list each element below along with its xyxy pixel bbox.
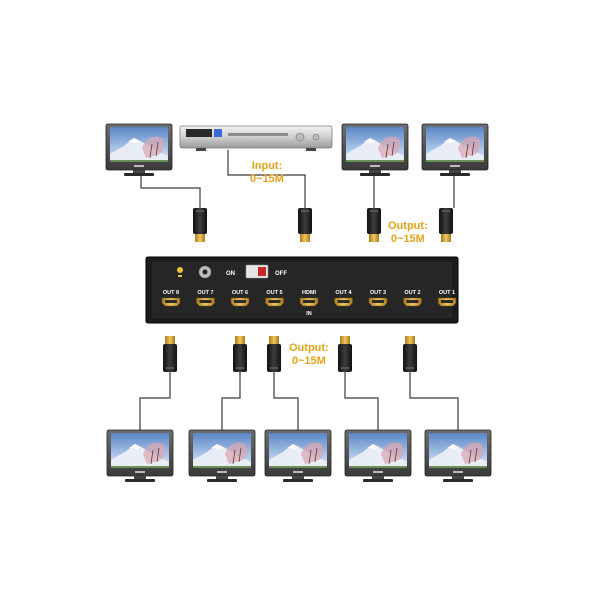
output-label-bottom-range: 0~15M [291, 355, 326, 367]
hdmi-port-out-7 [196, 297, 215, 307]
port-label-hdmi: HDMI [302, 290, 317, 296]
hdmi-plug-input [298, 208, 312, 242]
port-label-hdmi-in: IN [306, 311, 312, 317]
port-label-out-4: OUT 4 [335, 290, 352, 296]
tv-top-output-1 [421, 123, 489, 177]
tv-bottom-1 [106, 429, 174, 483]
hdmi-port-out-6 [230, 297, 250, 307]
power-jack-icon [198, 265, 212, 279]
hdmi-port-out-8 [161, 297, 181, 307]
input-label-title: Input: [251, 160, 283, 172]
ports-row: OUT 8 OUT 7 OUT 6 OUT 5 HDMI IN OUT 4 OUT 3 OUT … [161, 290, 457, 317]
output-label-bottom-title: Output: [289, 342, 329, 354]
port-label-out-6: OUT 6 [232, 290, 248, 296]
switch-off-label: OFF [275, 271, 287, 277]
tv-bottom-3 [264, 429, 332, 483]
output-label-bottom: Output: 0~15M [289, 342, 329, 368]
port-label-out-7: OUT 7 [197, 290, 213, 296]
hdmi-port-out-5 [265, 297, 284, 307]
input-label: Input: 0~15M [250, 160, 284, 186]
hdmi-plug-out-5 [267, 336, 281, 372]
hdmi-plug-out-1 [439, 208, 453, 242]
hdmi-port-out-2 [403, 297, 422, 307]
port-label-out-1: OUT 1 [439, 290, 455, 296]
output-label-right: Output: 0~15M [388, 220, 428, 246]
port-label-out-8: OUT 8 [163, 290, 179, 296]
cables [139, 150, 459, 432]
tv-top-output-3 [341, 123, 409, 177]
hdmi-port-hdmi [299, 297, 319, 307]
power-led-icon [177, 267, 183, 277]
hdmi-plug-out-2 [403, 336, 417, 372]
tv-bottom-4 [344, 429, 412, 483]
hdmi-port-out-3 [368, 297, 388, 307]
power-switch [245, 264, 269, 279]
output-label-right-title: Output: [388, 220, 428, 232]
dvd-player [179, 125, 333, 151]
hdmi-plug-out-4 [338, 336, 352, 372]
input-label-range: 0~15M [250, 173, 284, 185]
port-label-out-2: OUT 2 [404, 290, 420, 296]
switch-on-label: ON [226, 271, 235, 277]
hdmi-plug-out-8 [163, 336, 177, 372]
tv-top-left [105, 123, 173, 177]
hdmi-port-out-4 [334, 297, 353, 307]
port-label-out-3: OUT 3 [370, 290, 386, 296]
hdmi-plug-out-8-top [193, 208, 207, 242]
hdmi-plug-out-6 [233, 336, 247, 372]
output-label-right-range: 0~15M [390, 233, 425, 245]
port-label-out-5: OUT 5 [266, 290, 282, 296]
tv-bottom-2 [188, 429, 256, 483]
tv-bottom-5 [424, 429, 492, 483]
hdmi-port-out-1 [437, 297, 457, 307]
hdmi-plug-out-3 [367, 208, 381, 242]
